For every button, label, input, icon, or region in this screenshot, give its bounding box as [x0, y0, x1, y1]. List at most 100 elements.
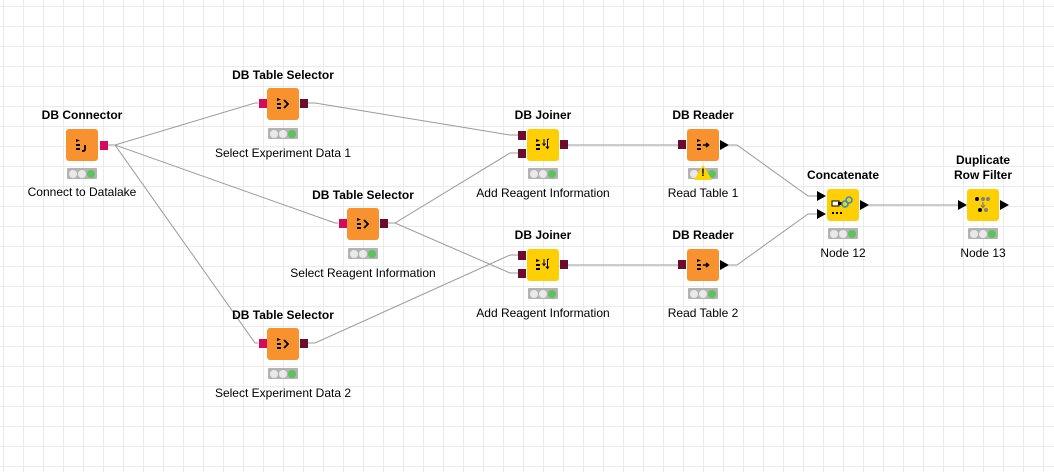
status-indicator	[528, 288, 558, 299]
node-body[interactable]	[967, 189, 999, 221]
input-port-right[interactable]	[518, 269, 526, 278]
status-light-red	[830, 229, 838, 238]
input-port-db-connection[interactable]	[259, 99, 267, 108]
concatenate-icon	[831, 196, 853, 214]
status-indicator	[268, 128, 298, 139]
input-port-left[interactable]	[518, 251, 526, 260]
input-port-db-data[interactable]	[678, 260, 686, 269]
status-light-yellow	[979, 229, 987, 238]
status-indicator	[528, 168, 558, 179]
status-light-red	[69, 169, 77, 178]
node-body[interactable]	[267, 88, 299, 120]
node-title: Concatenate	[806, 168, 880, 182]
status-light-green	[288, 369, 296, 378]
node-title-line-2: Row Filter	[953, 168, 1012, 182]
node-title: DB Table Selector	[232, 308, 334, 322]
status-light-red	[270, 369, 278, 378]
status-light-yellow	[279, 369, 287, 378]
output-port-db-connection[interactable]	[100, 141, 108, 150]
status-light-red	[530, 289, 538, 298]
node-title: DB Reader	[672, 108, 734, 122]
node-label[interactable]: Select Experiment Data 2	[214, 386, 352, 400]
node-label[interactable]: Connect to Datalake	[27, 185, 137, 199]
status-light-green	[848, 229, 856, 238]
status-light-yellow	[539, 169, 547, 178]
node-label[interactable]: Add Reagent Information	[476, 186, 610, 200]
status-light-green	[708, 289, 716, 298]
status-light-red	[270, 129, 278, 138]
db-reader-icon	[697, 259, 710, 270]
status-light-green	[288, 129, 296, 138]
node-label[interactable]: Select Experiment Data 1	[214, 146, 352, 160]
output-port-db-data[interactable]	[380, 219, 388, 228]
node-body[interactable]	[527, 249, 559, 281]
input-port-bottom[interactable]	[817, 209, 826, 219]
input-port-left[interactable]	[518, 131, 526, 140]
status-indicator	[268, 368, 298, 379]
node-body[interactable]	[687, 249, 719, 281]
status-indicator	[688, 288, 718, 299]
input-port-top[interactable]	[817, 191, 826, 201]
status-indicator	[828, 228, 858, 239]
input-port-db-connection[interactable]	[339, 219, 347, 228]
status-light-red	[530, 169, 538, 178]
status-light-yellow	[539, 289, 547, 298]
status-indicator	[968, 228, 998, 239]
status-light-green	[548, 169, 556, 178]
output-port-data-table[interactable]	[720, 260, 729, 270]
input-port-right[interactable]	[518, 149, 526, 158]
output-port-db-data[interactable]	[560, 140, 568, 149]
status-light-yellow	[78, 169, 86, 178]
status-light-yellow	[839, 229, 847, 238]
output-port-db-data[interactable]	[300, 339, 308, 348]
warning-icon[interactable]	[694, 165, 712, 180]
status-light-green	[708, 169, 716, 178]
status-light-red	[970, 229, 978, 238]
output-port-data-table[interactable]	[1000, 200, 1009, 210]
node-title: DB Table Selector	[312, 188, 414, 202]
status-light-green	[548, 289, 556, 298]
status-light-red	[690, 289, 698, 298]
node-label[interactable]: Add Reagent Information	[476, 306, 610, 320]
node-body[interactable]	[347, 208, 379, 240]
status-light-yellow	[359, 249, 367, 258]
node-title: DB Joiner	[514, 228, 572, 242]
status-light-green	[988, 229, 996, 238]
node-body[interactable]	[66, 129, 98, 161]
output-port-db-data[interactable]	[560, 260, 568, 269]
status-light-yellow	[699, 289, 707, 298]
input-port-db-data[interactable]	[678, 140, 686, 149]
input-port-data-table[interactable]	[958, 200, 967, 210]
output-port-data-table[interactable]	[860, 200, 869, 210]
node-title: DB Joiner	[514, 108, 572, 122]
db-table-selector-icon	[277, 338, 290, 349]
status-indicator	[67, 168, 97, 179]
node-title: DB Table Selector	[232, 68, 334, 82]
db-joiner-icon	[536, 258, 550, 270]
node-body[interactable]	[827, 189, 859, 221]
status-light-yellow	[279, 129, 287, 138]
node-label[interactable]: Node 12	[820, 246, 866, 260]
db-reader-icon	[697, 139, 710, 150]
node-title: DB Connector	[41, 108, 123, 122]
node-title: DB Reader	[672, 228, 734, 242]
node-label[interactable]: Node 13	[960, 246, 1006, 260]
node-label[interactable]: Read Table 1	[667, 186, 739, 200]
db-joiner-icon	[536, 138, 550, 150]
duplicate-row-filter-icon	[975, 197, 990, 212]
status-light-green	[368, 249, 376, 258]
output-port-db-data[interactable]	[300, 99, 308, 108]
db-table-selector-icon	[277, 98, 290, 109]
node-title-line-1: Duplicate	[955, 153, 1010, 167]
node-body[interactable]	[527, 129, 559, 161]
warning-symbol: !	[701, 167, 705, 179]
node-body[interactable]	[267, 328, 299, 360]
db-connector-icon	[76, 139, 86, 152]
status-light-red	[350, 249, 358, 258]
output-port-data-table[interactable]	[720, 140, 729, 150]
node-label[interactable]: Select Reagent Information	[290, 266, 436, 280]
node-body[interactable]	[687, 129, 719, 161]
node-label[interactable]: Read Table 2	[667, 306, 739, 320]
input-port-db-connection[interactable]	[259, 339, 267, 348]
